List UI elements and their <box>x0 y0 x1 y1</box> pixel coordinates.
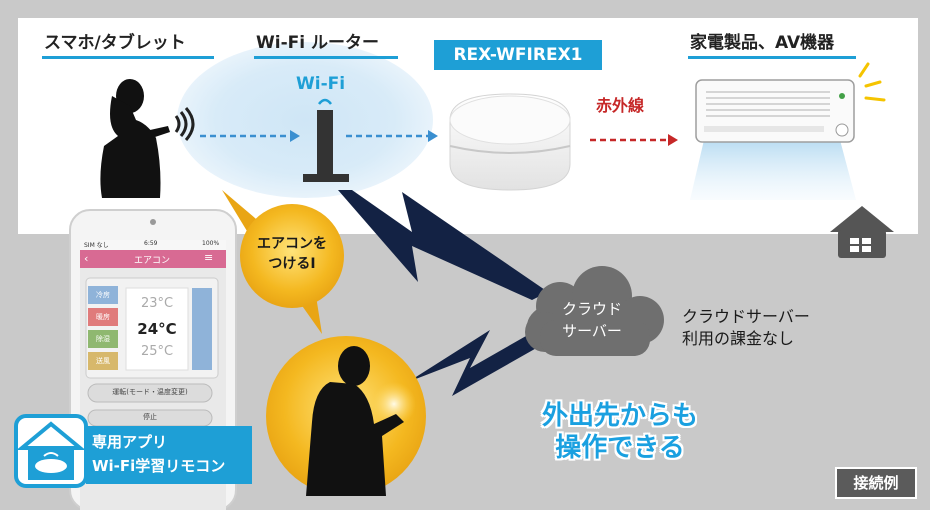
phone-button-change[interactable]: 運転(モード・温度変更) <box>112 388 188 396</box>
label-appliances: 家電製品、AV機器 <box>690 33 835 53</box>
phone-temp-1[interactable]: 24°C <box>137 320 177 338</box>
outside-text: 外出先からも 操作できる <box>541 401 698 463</box>
ac-active-lines-icon <box>858 62 886 102</box>
speech-text: エアコンを つけるI <box>257 236 327 272</box>
lightning-upper <box>338 190 548 300</box>
phone-menu-icon[interactable]: ≡ <box>204 251 214 264</box>
phone-mode-0[interactable]: 冷房 <box>96 291 110 299</box>
phone-status-carrier: SIM なし <box>84 242 109 249</box>
cloud-note: クラウドサーバー 利用の課金なし <box>682 307 810 348</box>
underline-router <box>254 56 398 59</box>
phone-temp-2[interactable]: 25°C <box>140 344 174 359</box>
air-conditioner-icon <box>690 79 856 200</box>
woman-silhouette-icon <box>100 79 170 198</box>
wifi-area <box>177 42 433 198</box>
phone-mode-2[interactable]: 除湿 <box>96 335 110 343</box>
cloud-label: クラウド サーバー <box>561 300 622 340</box>
label-router: Wi-Fi ルーター <box>256 33 379 53</box>
phone-temp-0[interactable]: 23°C <box>140 296 174 311</box>
phone-mode-1[interactable]: 暖房 <box>96 313 110 321</box>
phone-button-stop[interactable]: 停止 <box>143 413 157 421</box>
example-label: 接続例 <box>853 474 899 492</box>
label-infrared: 赤外線 <box>596 96 645 115</box>
label-smartphone: スマホ/タブレット <box>44 33 186 53</box>
phone-mode-3[interactable]: 送風 <box>96 357 110 365</box>
router-icon <box>303 110 349 182</box>
phone-back-icon[interactable]: ‹ <box>84 252 89 265</box>
lightning-lower <box>408 330 540 396</box>
label-wifi: Wi-Fi <box>296 74 346 94</box>
app-badge <box>14 414 252 488</box>
example-badge-bg <box>835 467 917 499</box>
phone-title: エアコン <box>133 256 170 266</box>
wifi-arrowhead-1 <box>290 130 300 142</box>
man-silhouette-icon <box>306 346 404 496</box>
house-icon <box>830 206 894 258</box>
wifi-arrowhead-2 <box>428 130 438 142</box>
speech-bubble <box>222 190 344 334</box>
cloud-icon <box>525 266 664 356</box>
phone-status-battery: 100% <box>202 240 220 247</box>
phone-status-time: 6:59 <box>144 240 158 247</box>
router-signal-icon <box>318 98 332 105</box>
phone-signal-icon <box>174 107 195 141</box>
underline-smartphone <box>42 56 214 59</box>
infrared-arrowhead <box>668 134 678 146</box>
underline-appliances <box>688 56 856 59</box>
app-name: 専用アプリ Wi-Fi学習リモコン <box>92 433 226 475</box>
rex-device-icon <box>449 93 571 191</box>
device-badge: REX-WFIREX1 <box>434 40 602 70</box>
